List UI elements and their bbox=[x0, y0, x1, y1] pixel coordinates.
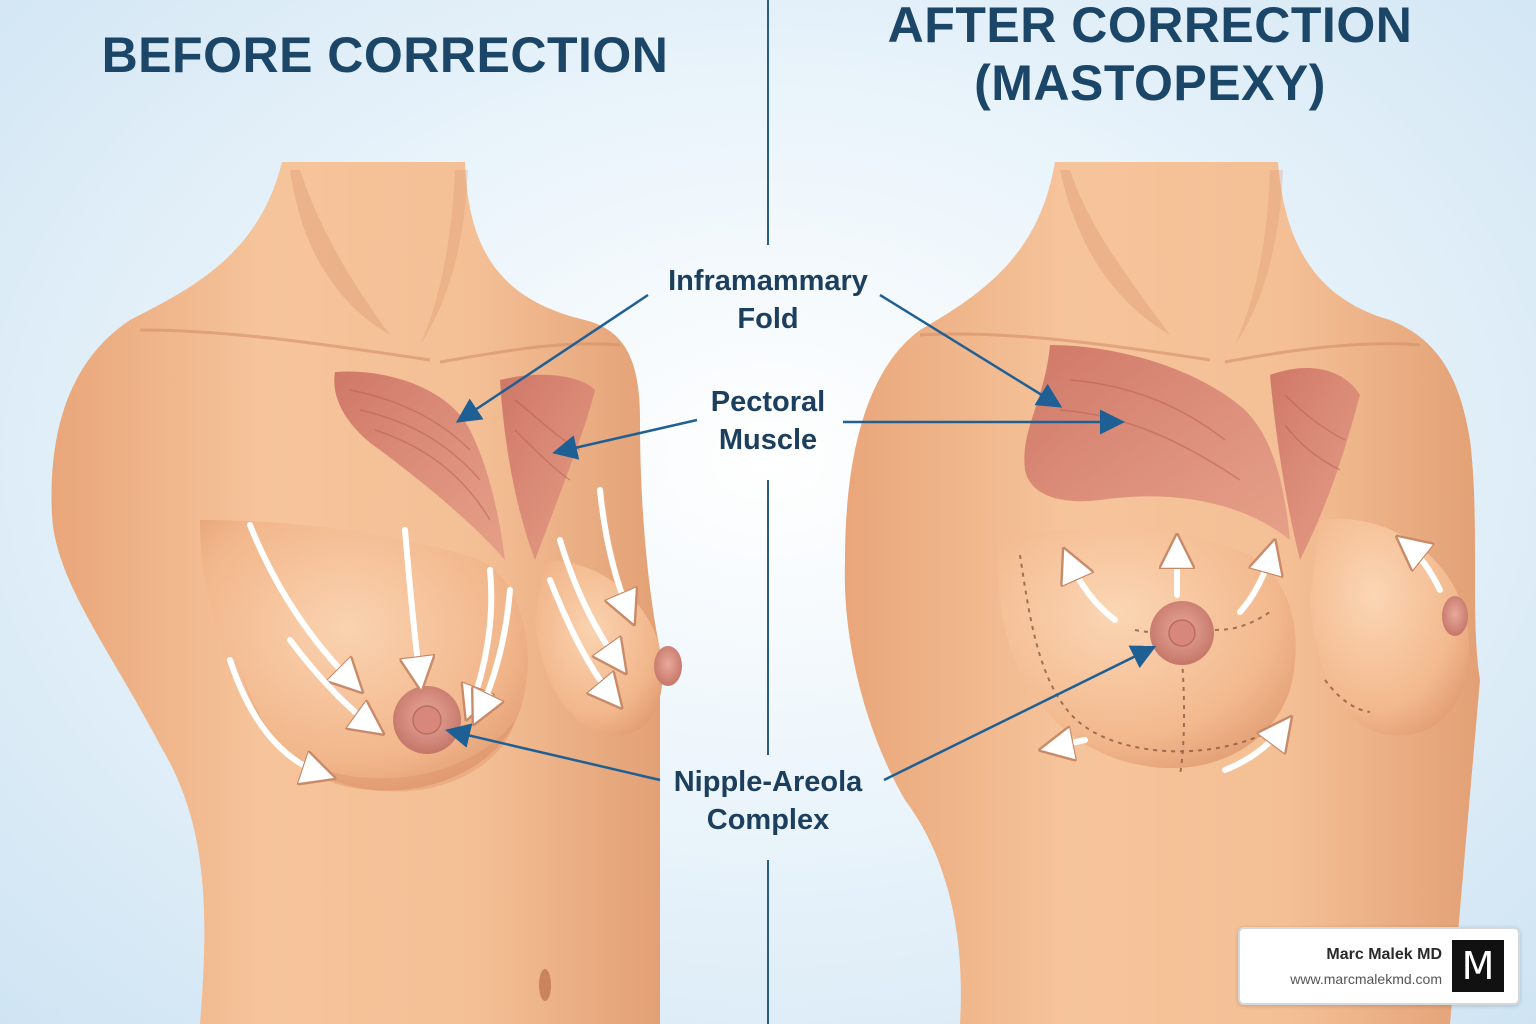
before-title: BEFORE CORRECTION bbox=[101, 27, 669, 83]
label-pectoral-muscle: Pectoral Muscle bbox=[608, 383, 928, 459]
brand-url[interactable]: www.marcmalekmd.com bbox=[1290, 971, 1442, 987]
label-pectoral-muscle-line1: Pectoral bbox=[710, 386, 826, 418]
label-nipple-areola-complex: Nipple-Areola Complex bbox=[608, 763, 928, 839]
after-title-line2: (MASTOPEXY) bbox=[974, 55, 1326, 111]
label-inframammary-fold: Inframammary Fold bbox=[608, 262, 928, 338]
brand-badge[interactable]: Marc Malek MD www.marcmalekmd.com M bbox=[1238, 927, 1520, 1005]
label-inframammary-fold-line2: Fold bbox=[737, 303, 799, 335]
label-inframammary-fold-line1: Inframammary bbox=[668, 265, 868, 297]
after-torso bbox=[844, 162, 1480, 1024]
after-title-line1: AFTER CORRECTION bbox=[887, 0, 1413, 53]
leader-lines bbox=[445, 293, 1157, 782]
after-title: AFTER CORRECTION (MASTOPEXY) bbox=[860, 0, 1440, 112]
label-nipple-areola-complex-line1: Nipple-Areola bbox=[673, 766, 863, 798]
label-nipple-areola-complex-line2: Complex bbox=[706, 804, 830, 836]
brand-logo-icon: M bbox=[1452, 940, 1504, 992]
brand-name: Marc Malek MD bbox=[1326, 946, 1442, 963]
label-pectoral-muscle-line2: Muscle bbox=[718, 424, 818, 456]
before-torso bbox=[51, 162, 682, 1024]
